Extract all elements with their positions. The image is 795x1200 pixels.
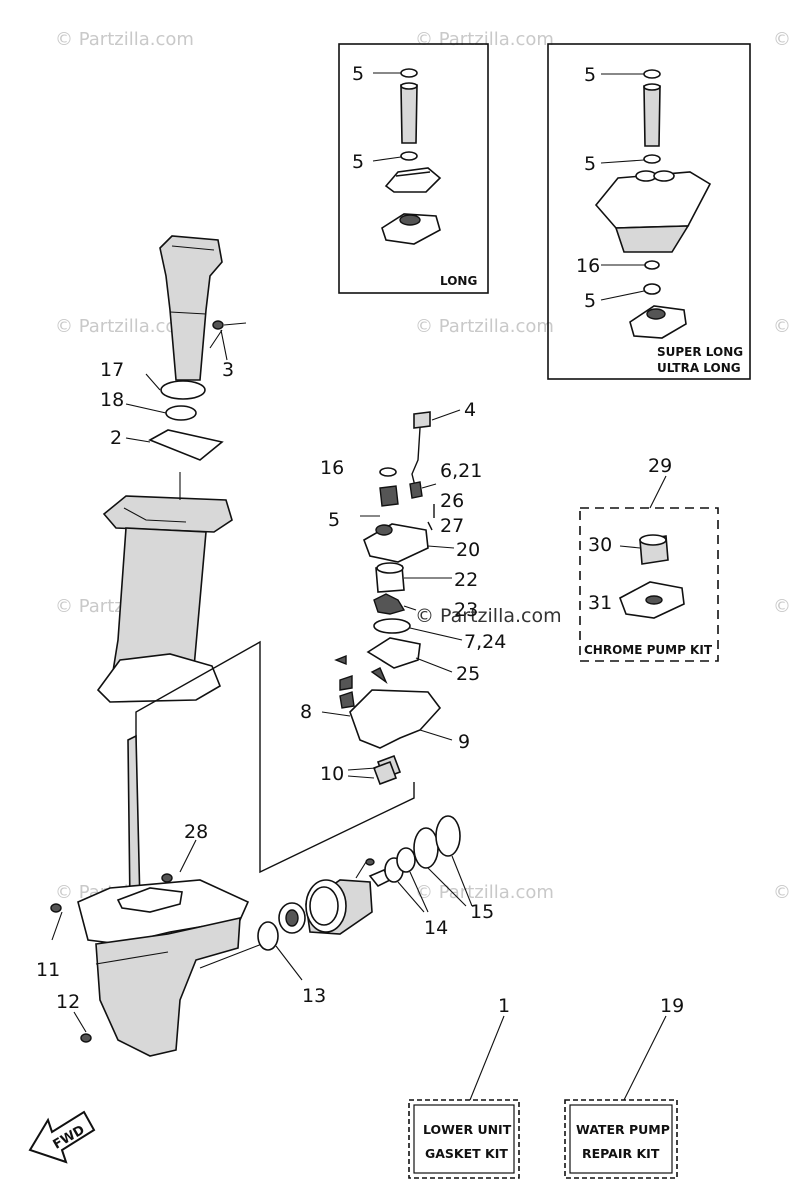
callout-16: 16 [320,457,344,479]
callout-31: 31 [588,592,612,614]
callout-28: 28 [184,821,208,843]
long-label: LONG [440,274,477,288]
callout-10: 10 [320,763,344,785]
callout-5: 5 [584,153,596,175]
callout-30: 30 [588,534,612,556]
callout-8: 8 [300,701,312,723]
callout-27: 27 [440,515,464,537]
callout-19: 19 [660,995,684,1017]
lower-unit-gasket-kit: 1 LOWER UNIT GASKET KIT [408,995,520,1179]
lower-unit-kit-line1: LOWER UNIT [423,1122,512,1137]
watermark: © Partzilla.com [55,29,194,50]
callout-5: 5 [352,63,364,85]
callout-16: 16 [576,255,600,277]
callout-12: 12 [56,991,80,1013]
watermark: © Partzilla.com [415,605,562,627]
super-long-label: SUPER LONG [657,345,743,359]
callout-6-21: 6,21 [440,460,482,482]
callout-13: 13 [302,985,326,1007]
callout-23: 23 [454,599,478,621]
water-pump-group: 4 16 6,21 26 5 27 20 22 23 7,24 25 8 9 1… [135,399,506,874]
lower-unit-kit-line2: GASKET KIT [425,1146,508,1161]
callout-4: 4 [464,399,476,421]
callout-9: 9 [458,731,470,753]
watermark: © Partzilla.com [55,316,194,337]
callout-26: 26 [440,490,464,512]
callout-3: 3 [222,359,234,381]
propeller-shaft-group: 13 14 15 [257,815,494,1007]
fwd-arrow-icon: FWD [28,1110,96,1164]
callout-18: 18 [100,389,124,411]
super-long-inset: 5 5 16 5 SUPER LONG ULTRA LONG [547,43,751,380]
water-pump-kit-line2: REPAIR KIT [582,1146,660,1161]
water-pump-kit-line1: WATER PUMP [576,1122,670,1137]
callout-22: 22 [454,569,478,591]
callout-14: 14 [424,917,448,939]
callout-17: 17 [100,359,124,381]
callout-25: 25 [456,663,480,685]
callout-5: 5 [584,64,596,86]
long-inset: 5 5 LONG [338,43,489,294]
lower-unit-group: 28 11 12 [36,734,263,1057]
callout-11: 11 [36,959,60,981]
callout-5: 5 [328,509,340,531]
watermark: © [773,29,791,50]
ultra-long-label: ULTRA LONG [657,361,741,375]
callout-1: 1 [498,995,510,1017]
watermark: © Partzilla.com [415,882,554,903]
callout-15: 15 [470,901,494,923]
chrome-pump-kit-label: CHROME PUMP KIT [584,643,713,657]
callout-5: 5 [352,151,364,173]
watermarks: © Partzilla.com © Partzilla.com © Partzi… [55,29,791,903]
callout-20: 20 [456,539,480,561]
watermark: © [773,316,791,337]
chrome-pump-kit-inset: 29 30 31 CHROME PUMP KIT [579,455,719,662]
watermark: © [773,882,791,903]
upper-casing-group: 3 17 18 2 [96,235,247,703]
callout-5: 5 [584,290,596,312]
watermark: © Partzilla.com [415,316,554,337]
watermark: © [773,596,791,617]
callout-7-24: 7,24 [464,631,506,653]
callout-2: 2 [110,427,122,449]
callout-29: 29 [648,455,672,477]
water-pump-repair-kit: 19 WATER PUMP REPAIR KIT [564,995,684,1179]
watermark: © Partzilla.com [415,29,554,50]
